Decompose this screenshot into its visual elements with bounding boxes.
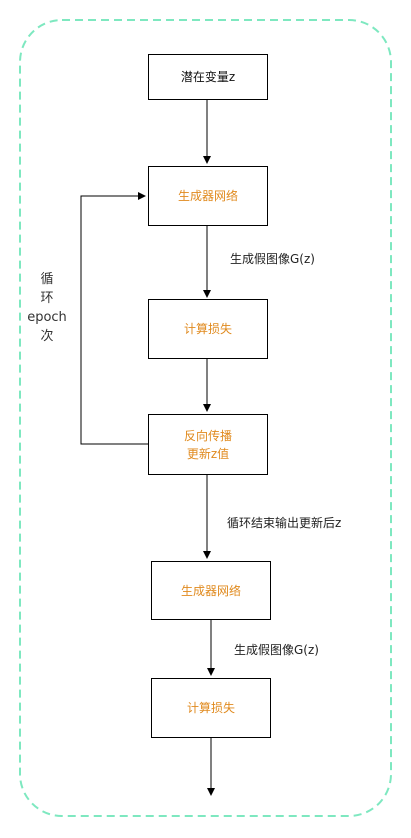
loop-label-line3: epoch — [27, 310, 67, 325]
node-generator-network-2: 生成器网络 — [151, 561, 271, 620]
node-latent-variable: 潜在变量z — [148, 54, 268, 100]
node-backprop-line2: 更新z值 — [186, 446, 230, 461]
arrow-loop-back — [80, 192, 148, 445]
node-generator-2-label: 生成器网络 — [180, 583, 241, 598]
dashed-container — [19, 19, 392, 817]
loop-label-line4: 次 — [40, 329, 54, 344]
node-latent-label: 潜在变量z — [180, 70, 236, 84]
node-compute-loss-1: 计算损失 — [148, 299, 268, 359]
node-loss-1-label: 计算损失 — [183, 322, 232, 336]
loop-label-line2: 环 — [40, 291, 54, 306]
edge-label-loop-end: 循环结束输出更新后z — [227, 516, 342, 530]
node-generator-network-1: 生成器网络 — [148, 166, 268, 226]
edge-label-fake-image-2: 生成假图像G(z) — [234, 643, 319, 657]
edge-label-fake-image-1: 生成假图像G(z) — [230, 252, 315, 266]
loop-epoch-label: 循 环 epoch 次 — [22, 270, 72, 346]
node-generator-1-label: 生成器网络 — [177, 189, 238, 203]
node-compute-loss-2: 计算损失 — [151, 678, 271, 738]
node-backprop-update: 反向传播 更新z值 — [148, 414, 268, 475]
node-loss-2-label: 计算损失 — [186, 701, 235, 715]
node-backprop-line1: 反向传播 — [183, 428, 232, 443]
loop-label-line1: 循 — [40, 272, 54, 287]
